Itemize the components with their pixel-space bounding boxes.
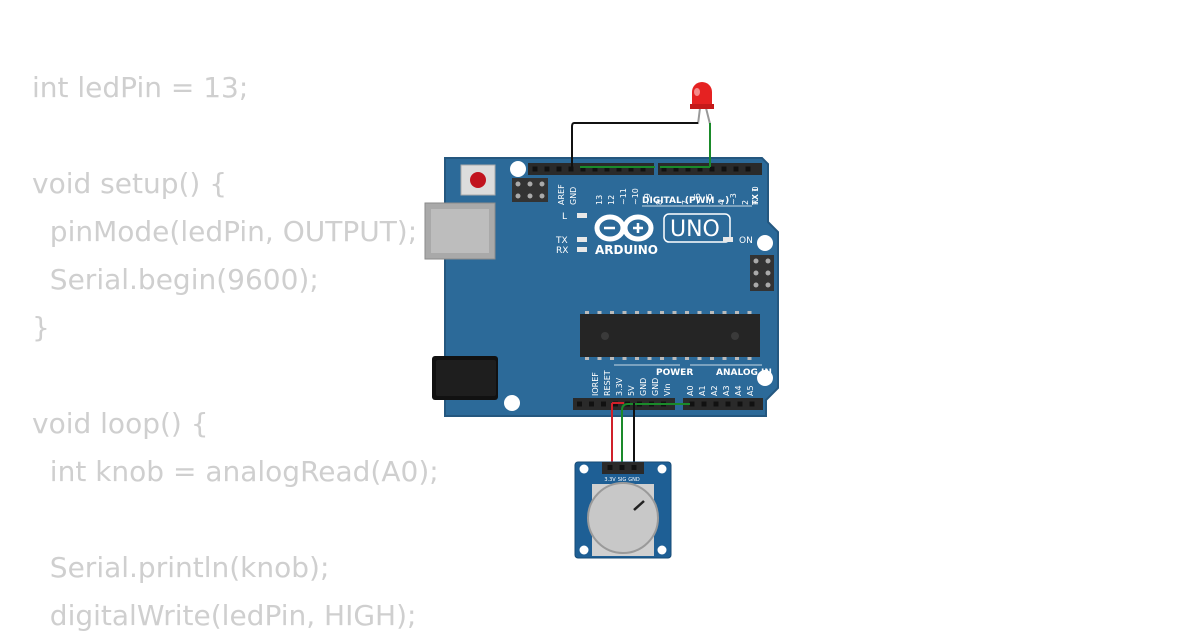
pot-knob-indicator: [633, 500, 645, 511]
digital-pin-label: GND: [569, 187, 578, 205]
digital-pin-label: ~11: [619, 188, 628, 205]
digital-pin-label: 12: [607, 195, 616, 205]
on-label: ON: [739, 236, 753, 246]
digital-pin-label: 7: [681, 200, 690, 205]
code-line: Serial.begin(9600);: [32, 263, 319, 296]
power-pin-label: GND: [639, 378, 648, 396]
analog-pin-label: A0: [686, 385, 695, 396]
power-pin-label: RESET: [603, 370, 612, 396]
digital-pin-label: ~9: [643, 193, 652, 205]
power-pin-label: 3.3V: [615, 377, 624, 396]
digital-pin-label: AREF: [557, 184, 566, 205]
power-pin-label: 5V: [627, 385, 636, 396]
power-pin-label: Vin: [663, 383, 672, 396]
rx-led-label: RX: [556, 246, 568, 256]
digital-pin-label: TX 1: [751, 187, 760, 206]
arduino-brand: ARDUINO: [595, 243, 658, 257]
analog-pin-label: A2: [710, 385, 719, 396]
pot-pin-label: GND: [628, 477, 640, 483]
power-label: POWER: [656, 368, 693, 378]
code-line: }: [32, 311, 50, 344]
digital-pin-label: ~5: [705, 193, 714, 205]
wire-led-to-gnd[interactable]: [571, 122, 698, 167]
red-led[interactable]: [690, 82, 714, 125]
microcontroller-chip: [580, 311, 760, 360]
wire-pot-signal-to-a0[interactable]: [621, 403, 690, 468]
usb-port: [424, 202, 496, 260]
tx-led: [577, 237, 587, 242]
mounting-hole: [757, 370, 773, 386]
digital-pin-label: ~10: [631, 188, 640, 205]
on-led: [723, 237, 733, 242]
icsp-header-right: [750, 255, 774, 291]
l-led-label: L: [562, 212, 567, 222]
digital-header: [528, 163, 762, 175]
pot-pin-label: SIG: [618, 477, 627, 483]
analog-pin-label: A3: [722, 385, 731, 396]
digital-pin-label: 13: [595, 195, 604, 205]
pot-pin-label: 3.3V: [604, 477, 616, 483]
digital-pin-label: 8: [655, 200, 664, 205]
code-line: pinMode(ledPin, OUTPUT);: [32, 215, 418, 248]
digital-pwm-label: DIGITAL (PWM ~): [642, 196, 729, 206]
power-pin-label: GND: [651, 378, 660, 396]
digital-pin-label: RX 0: [751, 186, 760, 205]
reset-button[interactable]: [460, 164, 496, 196]
rx-led: [577, 247, 587, 252]
analog-pin-label: A5: [746, 385, 755, 396]
code-line: int knob = analogRead(A0);: [32, 455, 439, 488]
analog-pin-label: A4: [734, 385, 743, 396]
code-line: Serial.println(knob);: [32, 551, 330, 584]
l-led: [577, 213, 587, 218]
code-line: void setup() {: [32, 167, 228, 200]
mounting-hole: [510, 161, 526, 177]
code-line: void loop() {: [32, 407, 209, 440]
digital-pin-label: ~6: [693, 193, 702, 205]
arduino-logo-icon: [594, 214, 654, 242]
uno-model: UNO: [670, 217, 720, 242]
digital-pin-label: 2: [741, 200, 750, 205]
digital-pin-label: 4: [717, 200, 726, 205]
pot-knob[interactable]: [587, 482, 659, 554]
power-jack: [432, 356, 498, 400]
tx-led-label: TX: [555, 236, 568, 246]
code-editor-background: int ledPin = 13; void setup() { pinMode(l…: [32, 64, 439, 640]
mounting-hole: [504, 395, 520, 411]
mounting-hole: [757, 235, 773, 251]
digital-pin-label: ~3: [729, 193, 738, 205]
analog-in-label: ANALOG IN: [716, 368, 772, 378]
power-pin-label: IOREF: [591, 372, 600, 396]
analog-pin-label: A1: [698, 385, 707, 396]
icsp-header: [512, 178, 548, 202]
code-line: int ledPin = 13;: [32, 71, 249, 104]
code-line: digitalWrite(ledPin, HIGH);: [32, 599, 417, 632]
